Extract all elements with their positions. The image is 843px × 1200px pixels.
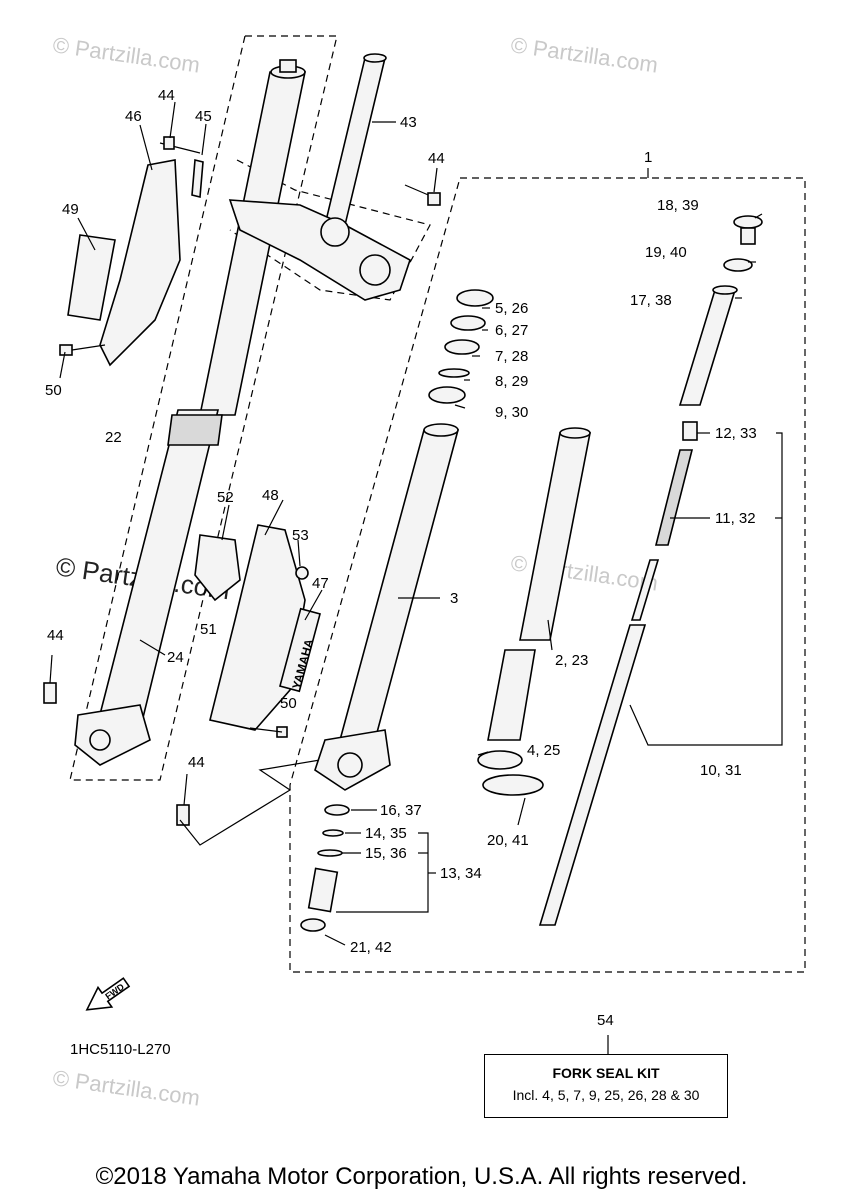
callout-label: 3 (450, 590, 458, 607)
kit-description: Incl. 4, 5, 7, 9, 25, 26, 28 & 30 (512, 1087, 700, 1103)
callout-label: 1 (644, 149, 652, 166)
callout-label: 7, 28 (495, 348, 528, 365)
callout-label: 48 (262, 487, 279, 504)
oil-seal-stack (428, 289, 494, 404)
callout-label: 45 (195, 108, 212, 125)
inner-tube (477, 427, 591, 796)
callout-label: 44 (158, 87, 175, 104)
watermark: © Partzilla.com (51, 32, 201, 77)
callout-label: 20, 41 (487, 832, 529, 849)
callout-label: 17, 38 (630, 292, 672, 309)
callout-label: 13, 34 (440, 865, 482, 882)
callout-label: 11, 32 (715, 510, 756, 527)
callout-label: 47 (312, 575, 329, 592)
callout-label: 43 (400, 114, 417, 131)
bolt-icon (404, 184, 441, 206)
bolt-icon (159, 136, 201, 154)
steering-stem-boundary (229, 159, 431, 301)
bolt-icon (249, 726, 288, 738)
callout-label: 51 (200, 621, 217, 638)
callout-label: 9, 30 (495, 404, 528, 421)
callout-label: 5, 26 (495, 300, 528, 317)
fork-seal-kit-box[interactable]: FORK SEAL KIT Incl. 4, 5, 7, 9, 25, 26, … (484, 1054, 728, 1118)
callout-label: 50 (280, 695, 297, 712)
bolt-icon (176, 804, 190, 826)
number-plate-guard (67, 159, 181, 367)
callout-label: 14, 35 (365, 825, 407, 842)
fork-spring (678, 285, 738, 406)
callout-label: 22 (105, 429, 122, 446)
callout-label: 49 (62, 201, 79, 218)
callout-label: 16, 37 (380, 802, 422, 819)
callout-label: 8, 29 (495, 373, 528, 390)
left-fork-outer-tube (74, 409, 223, 766)
base-valve (300, 804, 350, 932)
callout-label: 4, 25 (527, 742, 560, 759)
watermark: © Partzilla.com (509, 32, 659, 77)
callout-label: 10, 31 (700, 762, 742, 779)
callout-label: 46 (125, 108, 142, 125)
cap-bolt (723, 215, 763, 272)
leader-lines (49, 101, 783, 1054)
nut-icon (295, 566, 309, 580)
callout-label: 50 (45, 382, 62, 399)
callout-label: 53 (292, 527, 309, 544)
callout-label: 6, 27 (495, 322, 528, 339)
kit-title: FORK SEAL KIT (552, 1065, 660, 1081)
damper-rod (538, 559, 660, 926)
outer-tube (314, 423, 460, 791)
steering-stem (228, 53, 411, 301)
copyright-notice: ©2018 Yamaha Motor Corporation, U.S.A. A… (95, 1163, 748, 1190)
callout-label: 24 (167, 649, 184, 666)
callout-label: 44 (47, 627, 64, 644)
callout-label: 44 (428, 150, 445, 167)
fork-guard: YAMAHA (194, 524, 321, 731)
bolt-icon (59, 344, 106, 356)
diagram-code: 1HC5110-L270 (70, 1041, 171, 1058)
callout-label: 44 (188, 754, 205, 771)
callout-label: 21, 42 (350, 939, 392, 956)
fork-assembly-boundary (289, 177, 806, 973)
callout-label: 54 (597, 1012, 614, 1029)
callout-label: 12, 33 (715, 425, 757, 442)
fwd-arrow-icon: FWD (85, 977, 131, 1011)
callout-label: 18, 39 (657, 197, 699, 214)
callout-label: 2, 23 (555, 652, 588, 669)
cable-guide-icon (191, 158, 204, 199)
watermark: © Partzilla.com (51, 1065, 201, 1110)
callout-label: 52 (217, 489, 234, 506)
callout-label: 15, 36 (365, 845, 407, 862)
left-fork-tube (199, 59, 306, 416)
spacer-icon (682, 421, 698, 441)
left-fork-boundary (69, 35, 338, 781)
leader-line (179, 759, 321, 846)
bolt-icon (43, 682, 57, 704)
callout-label: 19, 40 (645, 244, 687, 261)
spacer-collar (654, 449, 694, 546)
